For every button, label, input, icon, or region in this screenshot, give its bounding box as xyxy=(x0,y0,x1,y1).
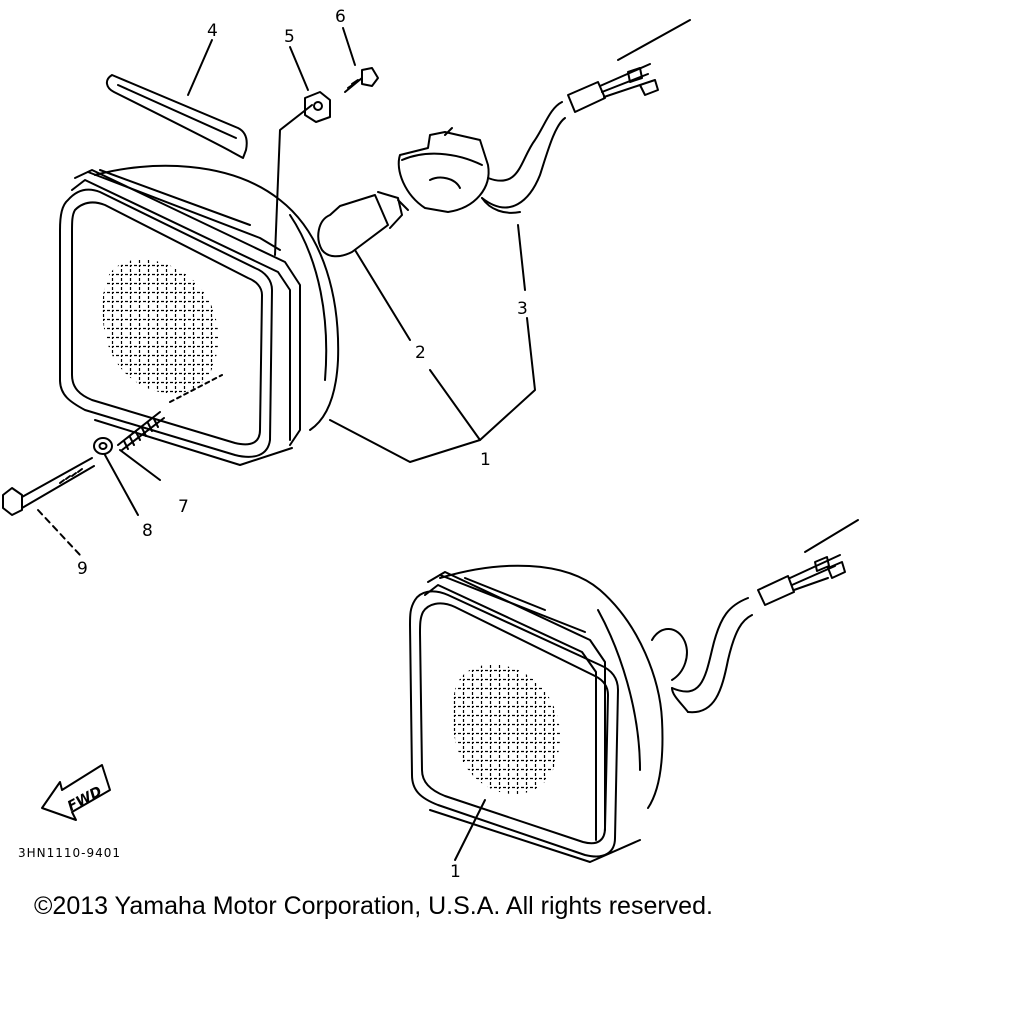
trim-strip xyxy=(106,74,248,159)
callout-1-upper: 1 xyxy=(480,450,491,470)
callout-4: 4 xyxy=(207,21,218,41)
diagram-code: 3HN1110-9401 xyxy=(18,846,121,860)
callout-3: 3 xyxy=(517,299,528,319)
screw-top xyxy=(344,67,379,93)
leader-4 xyxy=(187,39,213,96)
leader-5b xyxy=(274,104,313,256)
leader-1b xyxy=(329,317,536,463)
nut xyxy=(304,91,331,123)
leader-7-dash xyxy=(169,374,223,403)
bolt xyxy=(2,457,95,516)
copyright-notice: ©2013 Yamaha Motor Corporation, U.S.A. A… xyxy=(34,892,713,920)
callout-1-lower: 1 xyxy=(450,862,461,882)
leader-7 xyxy=(119,449,161,481)
leader-9 xyxy=(37,509,81,556)
callout-9: 9 xyxy=(77,559,88,579)
callout-2: 2 xyxy=(415,343,426,363)
leader-3 xyxy=(517,224,526,291)
bulb xyxy=(317,191,409,258)
spring xyxy=(117,411,165,451)
fwd-label: FWD xyxy=(65,784,105,815)
fwd-arrow-icon xyxy=(41,764,111,821)
tail-light-housing-upper xyxy=(59,164,340,466)
leader-6 xyxy=(342,27,356,66)
part-callouts: 4 5 6 2 3 1 7 8 9 1 xyxy=(77,7,528,882)
tail-light-housing-lower xyxy=(409,519,859,863)
callout-6: 6 xyxy=(335,7,346,27)
leader-8 xyxy=(104,454,139,516)
callout-5: 5 xyxy=(284,27,295,47)
leader-5 xyxy=(289,46,309,91)
callout-7: 7 xyxy=(178,497,189,517)
washer xyxy=(93,437,113,455)
leader-1a xyxy=(429,369,481,441)
leader-1-lower xyxy=(454,799,486,861)
socket xyxy=(397,127,490,213)
callout-8: 8 xyxy=(142,521,153,541)
leader-2 xyxy=(354,249,411,341)
socket-cord xyxy=(481,19,691,214)
